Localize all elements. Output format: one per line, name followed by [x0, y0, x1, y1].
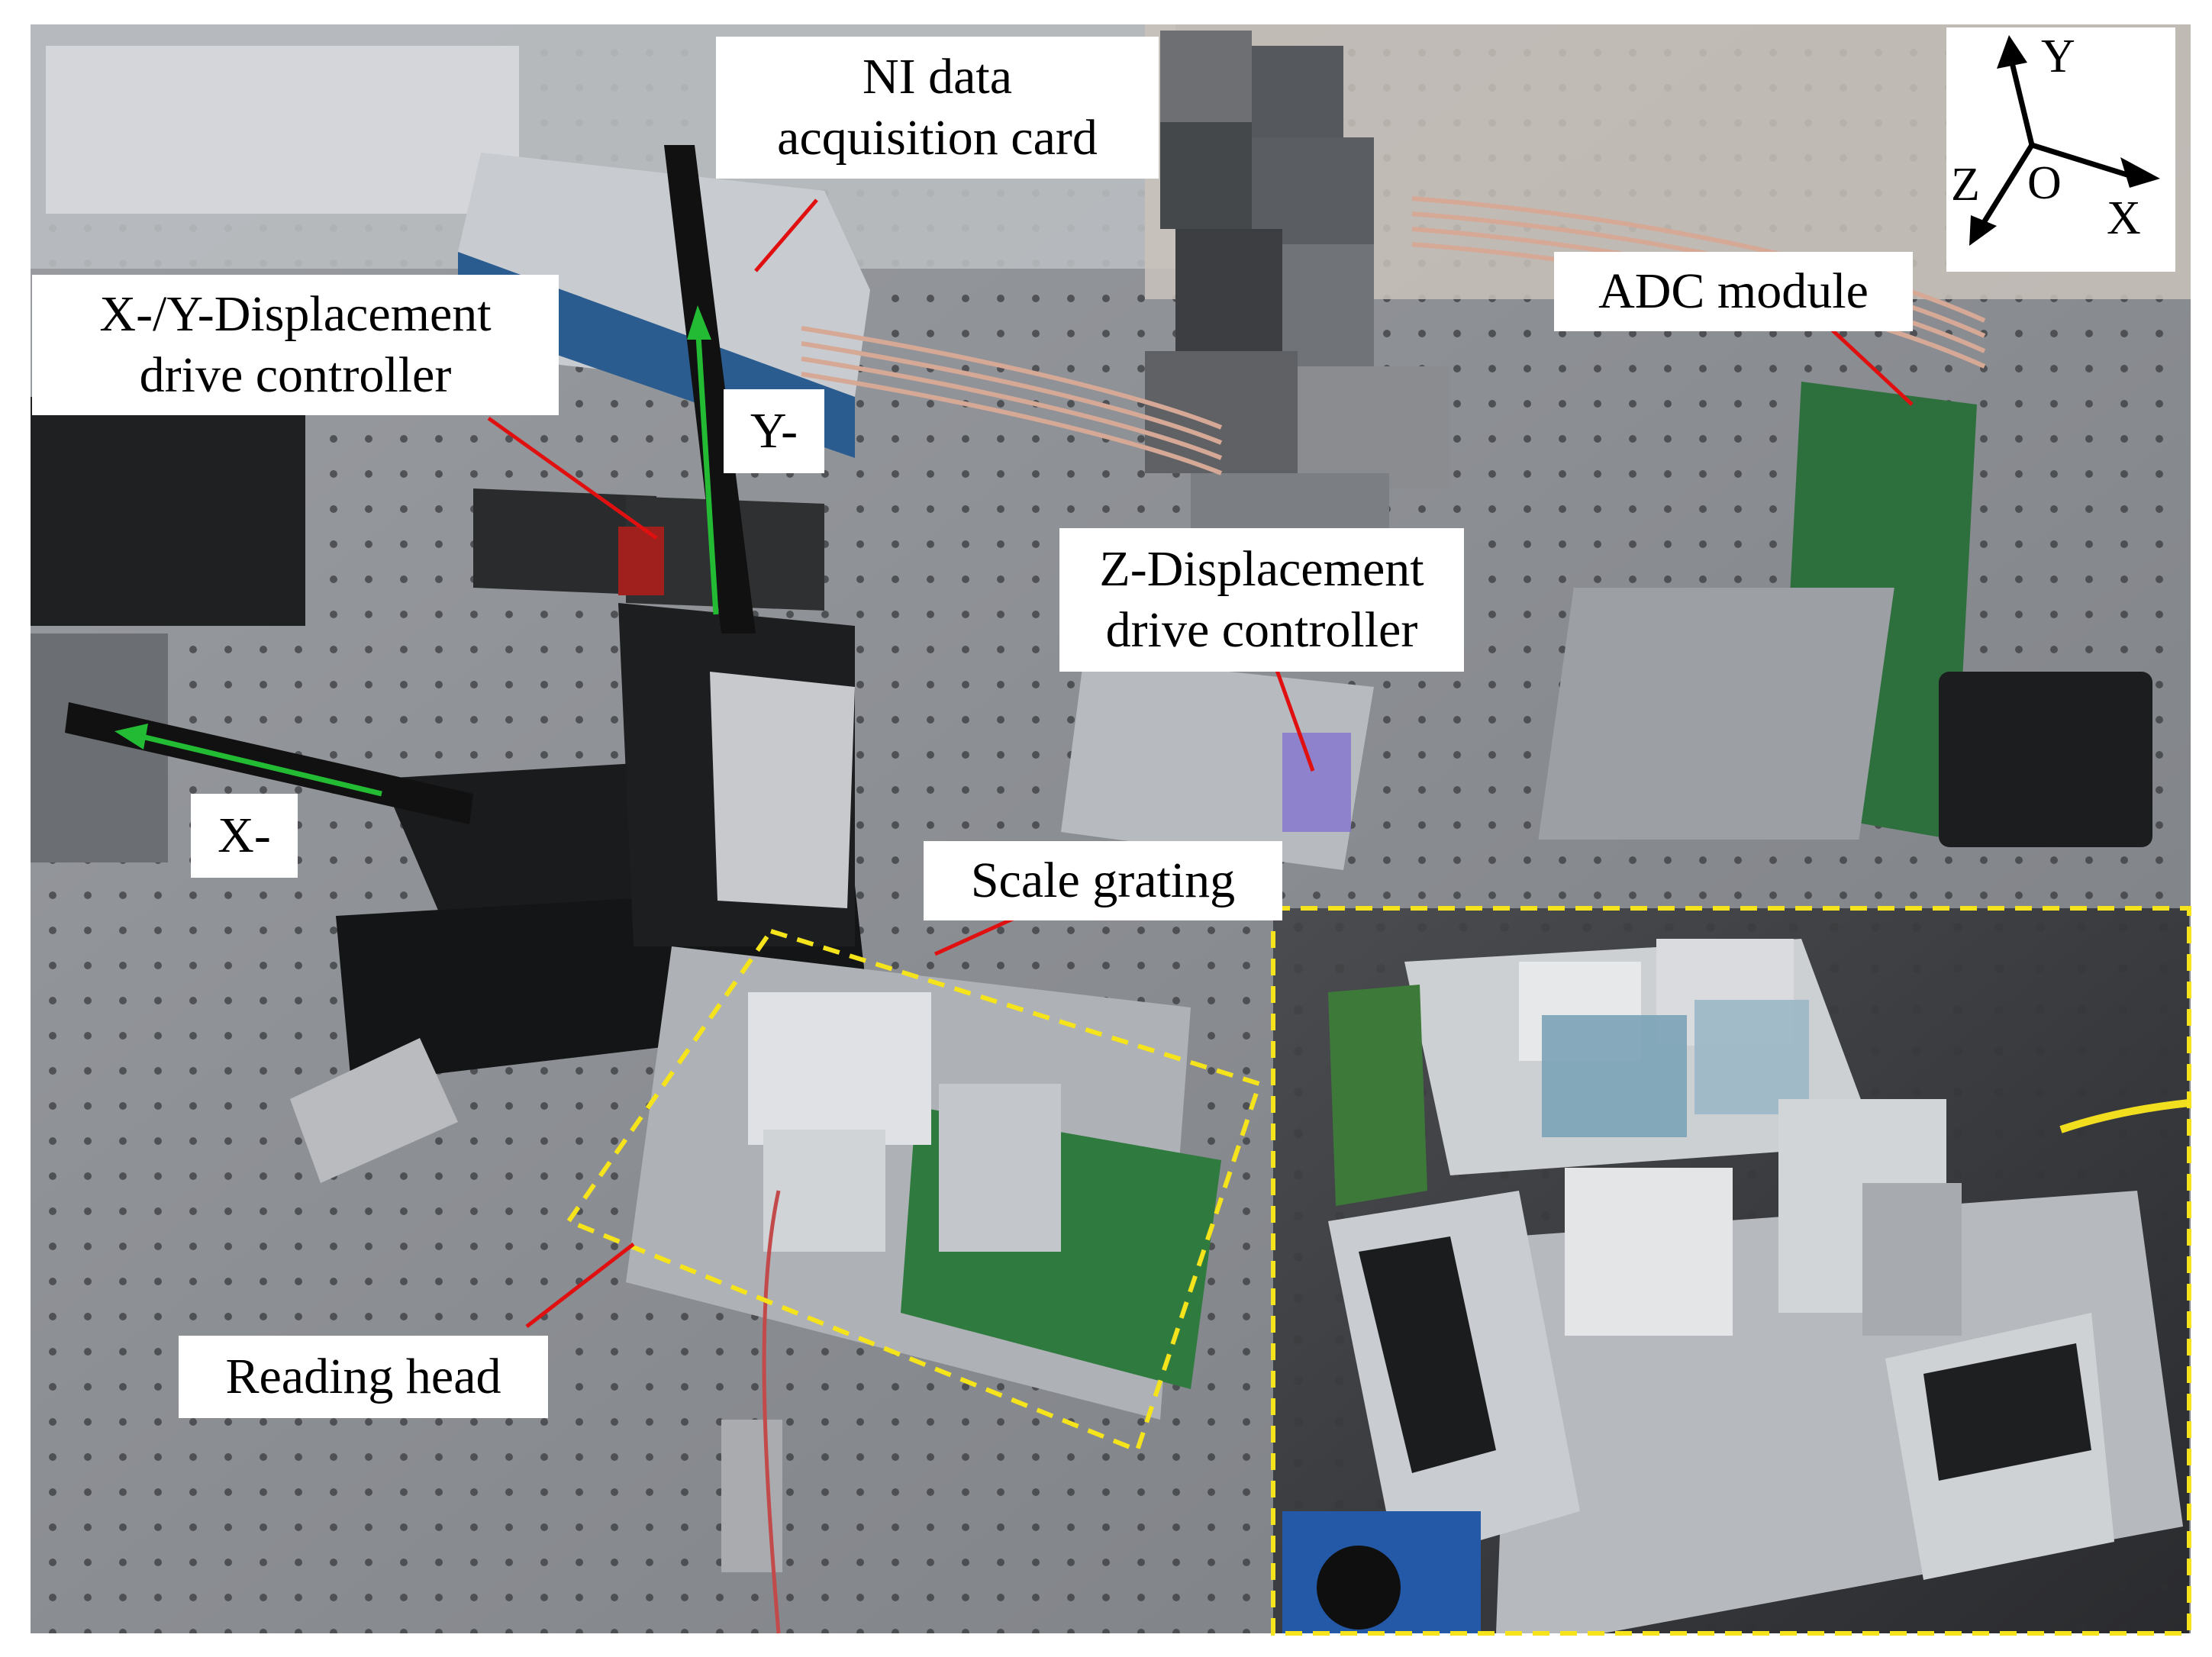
axis-z-label: Z — [1951, 159, 1980, 211]
reading-head-pointer — [525, 1243, 635, 1328]
ni-card-label-line2: acquisition card — [777, 110, 1098, 166]
ni-card-pointer — [754, 198, 818, 272]
z-controller-label — [1282, 733, 1351, 832]
inset-highlight-frame — [1271, 906, 2191, 1636]
z-controller-label-line2: drive controller — [1105, 602, 1418, 658]
reading-head-block-2 — [763, 1130, 885, 1252]
axis-o-label: O — [2027, 157, 2062, 209]
red-wire — [762, 1190, 781, 1634]
z-controller-label: Z-Displacement drive controller — [1059, 528, 1464, 672]
z-controller-label-line1: Z-Displacement — [1099, 541, 1424, 597]
reading-head-highlight — [565, 928, 1262, 1453]
x-axis-arrowhead — [2120, 157, 2160, 188]
x-controller-unit — [473, 488, 656, 595]
black-equipment-left — [31, 397, 305, 626]
axis-x-label: X — [2107, 192, 2141, 244]
inset-photo — [1273, 908, 2190, 1633]
vertical-plate — [710, 672, 855, 908]
xy-controller-label: X-/Y-Displacement drive controller — [32, 275, 559, 415]
y-motion-arrow — [687, 305, 719, 615]
z-axis-arrowhead — [1969, 215, 1997, 246]
pixelated-region — [1145, 31, 1450, 534]
pointer-lines — [487, 198, 1914, 1328]
reading-head-block-3 — [939, 1084, 1061, 1252]
adc-mount-plate — [1538, 588, 1894, 840]
battery-box — [1939, 672, 2152, 847]
y-axis-arrowhead — [1997, 35, 2027, 69]
y-axis-label: Y- — [724, 389, 824, 473]
reading-head-label: Reading head — [179, 1336, 548, 1418]
axis-y-label: Y — [2041, 31, 2075, 82]
reading-head-block — [748, 992, 931, 1145]
adc-module-label: ADC module — [1554, 252, 1913, 331]
x-motion-arrow — [114, 724, 382, 797]
xy-controller-label-line2: drive controller — [139, 347, 452, 403]
y-axis-line — [2009, 62, 2035, 146]
adc-pointer — [1830, 328, 1914, 406]
rack-panel — [46, 46, 519, 214]
xy-controller-label-line1: X-/Y-Displacement — [99, 286, 492, 342]
ni-card-label-line1: NI data — [862, 49, 1013, 105]
z-controller-pointer — [1272, 663, 1315, 772]
z-axis-line — [1982, 143, 2034, 223]
scale-grating-label: Scale grating — [924, 841, 1282, 920]
x-axis-line — [2030, 142, 2131, 179]
coordinate-axes-gizmo: Y Z O X — [1946, 27, 2175, 272]
y-actuator-rod — [664, 145, 756, 633]
micrometer-left — [290, 1038, 458, 1183]
x-axis-label: X- — [191, 794, 298, 878]
xy-controller-pointer — [487, 416, 658, 540]
ni-card-label: NI data acquisition card — [716, 37, 1159, 179]
